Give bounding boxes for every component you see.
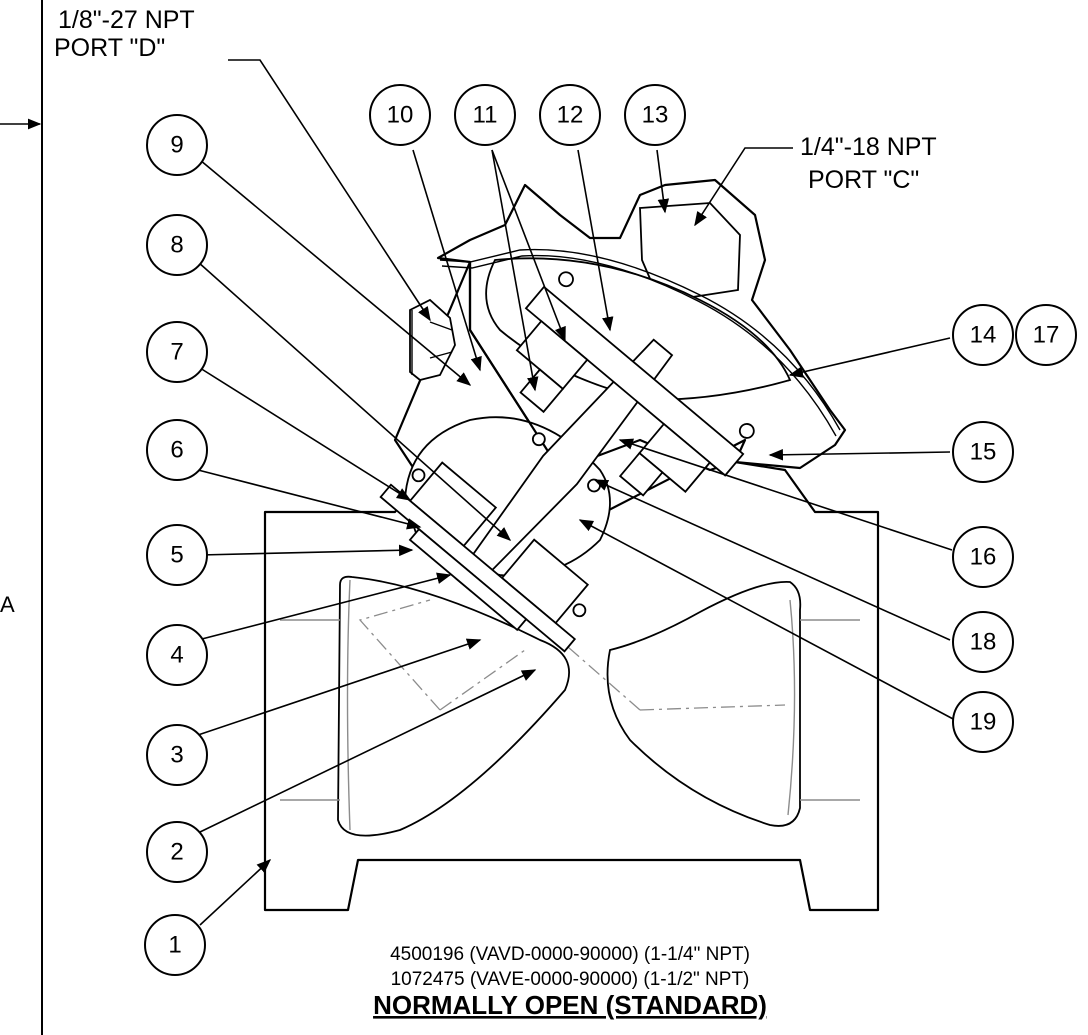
- leader-6: [197, 469, 422, 530]
- svg-text:7: 7: [170, 339, 183, 366]
- leader-8: [197, 261, 512, 541]
- leader-11b: [491, 149, 539, 392]
- leader-4: [197, 572, 452, 641]
- leader-19: [578, 519, 956, 721]
- leader-14: [788, 337, 951, 378]
- leader-13: [656, 149, 670, 214]
- svg-text:17: 17: [1033, 322, 1060, 349]
- leader-2: [199, 669, 537, 833]
- port-d-label-line2: PORT "D": [54, 34, 165, 62]
- leader-9: [199, 159, 472, 386]
- callout-10: 10: [369, 84, 431, 146]
- callout-4: 4: [146, 624, 208, 686]
- svg-text:14: 14: [970, 322, 997, 349]
- leader-10: [412, 149, 482, 372]
- callout-1: 1: [144, 914, 206, 976]
- port-c-label-line2: PORT "C": [808, 166, 919, 194]
- svg-text:4: 4: [170, 642, 183, 669]
- footer-part-line-1: 4500196 (VAVD-0000-90000) (1-1/4" NPT): [390, 944, 750, 965]
- callout-15: 15: [952, 421, 1014, 483]
- leader-15: [768, 449, 951, 461]
- callout-9: 9: [146, 114, 208, 176]
- svg-text:6: 6: [170, 437, 183, 464]
- port-d-label-line1: 1/8"-27 NPT: [58, 6, 195, 34]
- callout-8: 8: [146, 214, 208, 276]
- footer-part-line-2: 1072475 (VAVE-0000-90000) (1-1/2" NPT): [391, 969, 750, 990]
- callout-14: 14: [952, 304, 1014, 366]
- svg-text:18: 18: [970, 629, 997, 656]
- callout-3: 3: [146, 724, 208, 786]
- callout-7: 7: [146, 321, 208, 383]
- edge-letter: A: [0, 592, 15, 617]
- svg-text:12: 12: [557, 102, 584, 129]
- leader-5: [199, 544, 414, 557]
- leader-12: [577, 149, 614, 332]
- port-c-label-line1: 1/4"-18 NPT: [800, 133, 937, 161]
- leader-lines: [197, 59, 956, 926]
- callout-6: 6: [146, 419, 208, 481]
- leader-1: [199, 859, 272, 926]
- svg-text:9: 9: [170, 132, 183, 159]
- svg-text:2: 2: [170, 839, 183, 866]
- leader-7: [199, 367, 412, 501]
- callout-11: 11: [454, 84, 516, 146]
- svg-text:11: 11: [473, 102, 498, 129]
- leader-16: [618, 438, 953, 551]
- leader-11a: [491, 149, 566, 342]
- callout-13: 13: [624, 84, 686, 146]
- callout-19: 19: [952, 691, 1014, 753]
- callout-17: 17: [1015, 304, 1077, 366]
- svg-text:10: 10: [387, 102, 414, 129]
- callout-12: 12: [539, 84, 601, 146]
- svg-text:13: 13: [642, 102, 669, 129]
- svg-text:3: 3: [170, 742, 183, 769]
- svg-text:8: 8: [170, 232, 183, 259]
- callout-5: 5: [146, 524, 208, 586]
- callout-16: 16: [952, 526, 1014, 588]
- svg-text:5: 5: [170, 542, 183, 569]
- leader-3: [197, 638, 482, 736]
- callout-2: 2: [146, 821, 208, 883]
- leader-18: [593, 479, 951, 641]
- svg-text:1: 1: [168, 932, 181, 959]
- svg-text:16: 16: [970, 544, 997, 571]
- svg-text:19: 19: [970, 709, 997, 736]
- callout-18: 18: [952, 611, 1014, 673]
- footer-title: NORMALLY OPEN (STANDARD): [373, 990, 767, 1020]
- svg-text:15: 15: [970, 439, 997, 466]
